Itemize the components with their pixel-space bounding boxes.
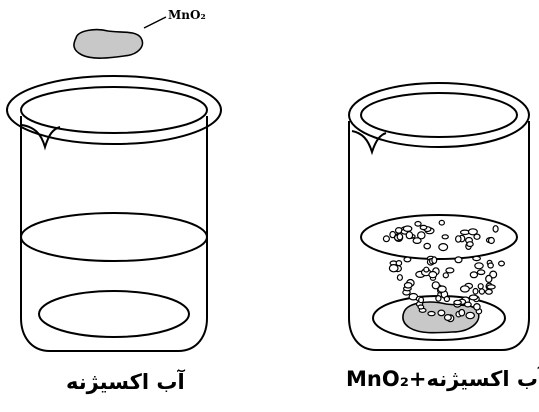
bubble (478, 288, 486, 295)
beaker-left-caption: آب اکسیژنه (66, 370, 185, 394)
bubble (468, 294, 479, 301)
bubble (477, 283, 484, 290)
bubble (487, 236, 495, 245)
bubble (417, 304, 425, 310)
bubble (485, 274, 493, 283)
bubble (403, 281, 413, 289)
bubble (465, 311, 475, 320)
bubble (469, 271, 479, 279)
bubble (423, 242, 432, 250)
bubble (441, 234, 449, 240)
bubble (419, 224, 428, 231)
beaker-right (348, 82, 530, 351)
bubble (395, 260, 403, 267)
bubble (453, 299, 462, 306)
bubble (412, 237, 422, 245)
bubble (498, 260, 506, 267)
bubble (423, 266, 430, 273)
bubble (484, 288, 493, 295)
beaker-right-caption: آب اکسیژنه+MnO₂ (346, 367, 539, 391)
bubble (396, 274, 403, 281)
bubble (403, 256, 412, 263)
bubble (416, 231, 426, 240)
bubble (428, 270, 438, 279)
bubble (454, 256, 463, 264)
bubble (437, 285, 447, 293)
water-surface-left (20, 212, 208, 262)
bubble (435, 295, 442, 302)
oxygen-bubbles (382, 219, 506, 323)
catalyst-lump-above (73, 28, 144, 59)
bubble (487, 262, 494, 269)
bubble (486, 284, 496, 290)
bubble (476, 269, 486, 276)
bubble (454, 235, 462, 243)
bubble (473, 302, 481, 311)
catalyst-leader-line (143, 16, 167, 29)
bubble (396, 233, 404, 241)
bubble (459, 285, 470, 293)
water-surface-right (360, 214, 518, 260)
bubble (473, 233, 481, 240)
bubble (431, 281, 440, 290)
bubble (388, 264, 399, 273)
bubble (414, 220, 422, 227)
beaker-left (6, 75, 222, 352)
bubble (458, 308, 466, 317)
bubble (438, 219, 445, 226)
bubble (464, 301, 472, 308)
bubble (431, 256, 438, 265)
bubble (445, 267, 455, 274)
bubble (466, 241, 474, 248)
bubble (492, 225, 499, 233)
bubble (467, 228, 478, 236)
bubble (472, 287, 479, 295)
bubble (443, 314, 452, 322)
bubble (405, 231, 414, 240)
bubble (382, 235, 390, 243)
bubble (427, 310, 436, 317)
bubble (474, 262, 484, 270)
bubble (402, 225, 413, 233)
bubble (437, 309, 446, 317)
bubble (472, 255, 482, 262)
bubble (442, 272, 449, 279)
bubble (438, 243, 449, 252)
bubble (418, 296, 425, 304)
bubble (443, 295, 451, 303)
catalyst-label: MnO₂ (168, 8, 206, 22)
